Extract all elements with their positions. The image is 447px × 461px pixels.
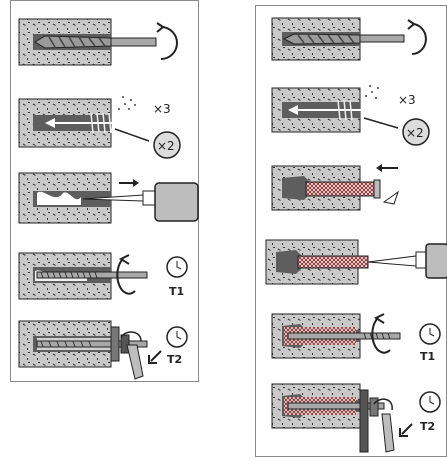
cap-icon [384, 192, 398, 204]
cure-time-label: T2 [420, 420, 435, 433]
clock-icon [167, 257, 187, 277]
right-procedure-panel: ×3 ×2 [255, 5, 447, 457]
dust-spray-icon [365, 85, 379, 99]
right-step-2-clean: ×3 ×2 [272, 85, 429, 145]
left-procedure-drawing: ×3 ×2 T1 [11, 1, 198, 381]
rotation-arrow-icon [161, 27, 177, 59]
threaded-rod-icon [37, 272, 147, 278]
injection-gun-icon [368, 244, 447, 278]
cure-time-label: T1 [169, 285, 184, 298]
right-step-6-tighten: T2 [272, 384, 440, 452]
left-step-5-tighten: T2 [19, 321, 187, 379]
pump-count-label: ×2 [157, 139, 175, 153]
left-step-3-inject [19, 173, 198, 223]
threaded-rod-icon [288, 333, 400, 339]
torque-arrow-icon [151, 351, 161, 361]
clock-icon [420, 324, 440, 344]
fixture-plate [111, 327, 119, 361]
drill-bit-icon [35, 36, 156, 48]
repeat-count-label: ×3 [153, 102, 171, 116]
mesh-sleeve [298, 256, 368, 268]
drill-bit-icon [284, 34, 404, 44]
insert-sleeve-icon [306, 180, 380, 198]
clock-icon [167, 327, 187, 347]
right-step-1-drill [272, 18, 426, 60]
left-procedure-panel: ×3 ×2 T1 [10, 0, 199, 382]
right-step-3-sleeve [272, 164, 398, 210]
cure-time-label: T2 [167, 353, 182, 366]
right-procedure-drawing: ×3 ×2 [256, 6, 446, 456]
left-step-4-insert: T1 [19, 253, 187, 299]
left-step-1-drill [19, 19, 177, 65]
clock-icon [420, 392, 440, 412]
repeat-count-label: ×3 [398, 93, 416, 107]
left-step-2-clean: ×3 ×2 [19, 96, 180, 158]
cure-time-label: T1 [420, 350, 435, 363]
right-step-4-inject [266, 240, 447, 284]
rotation-arrow-icon [412, 24, 426, 54]
dust-spray-icon [118, 96, 136, 110]
right-step-5-insert: T1 [272, 314, 440, 363]
fixture-plate [360, 390, 368, 452]
pump-count-label: ×2 [406, 126, 424, 140]
torque-arrow-icon [402, 424, 412, 434]
